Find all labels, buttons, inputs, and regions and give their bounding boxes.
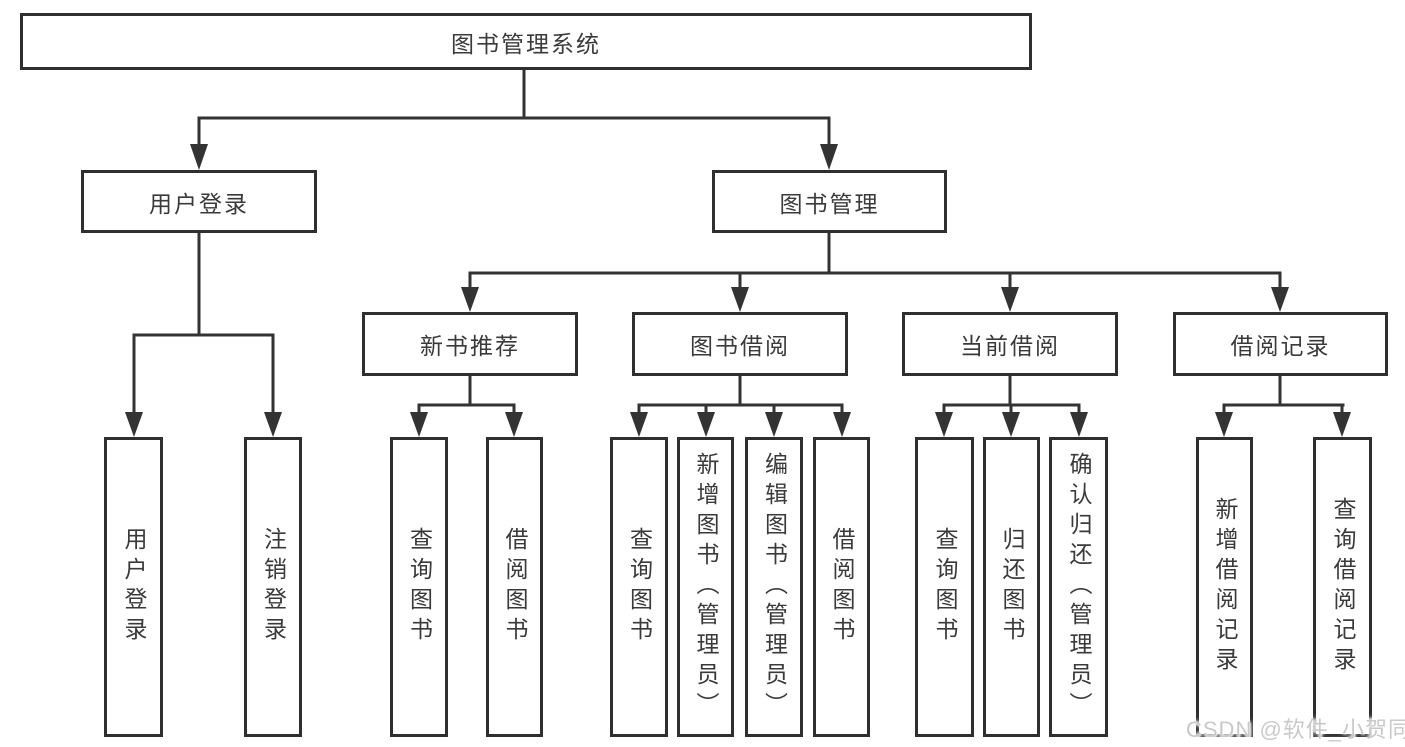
node-label: 图书借阅 — [690, 333, 790, 359]
node-label: 注销登录 — [260, 527, 287, 647]
node-box-borrow-records: 借阅记录 — [1173, 312, 1388, 376]
node-label: 查询图书 — [626, 527, 653, 647]
node-box-user-login: 用户登录 — [81, 170, 317, 233]
leaf-box-query-borrow-record: 查询借阅记录 — [1313, 437, 1372, 737]
node-label: 借阅记录 — [1230, 333, 1331, 359]
leaf-box-query-books-recommend: 查询图书 — [390, 437, 448, 737]
node-label: 图书管理系统 — [451, 30, 601, 57]
node-label: 查询图书 — [932, 527, 958, 647]
node-label: 新增借阅记录 — [1212, 497, 1238, 677]
leaf-box-query-books-borrow: 查询图书 — [610, 437, 668, 737]
leaf-box-add-books-admin: 新增图书（管理员） — [677, 437, 734, 737]
leaf-box-borrow-books-recommend: 借阅图书 — [486, 437, 543, 737]
node-label: 编辑图书（管理员） — [761, 452, 788, 722]
node-label: 借阅图书 — [502, 527, 528, 647]
node-label: 借阅图书 — [829, 527, 855, 647]
leaf-box-borrow-books: 借阅图书 — [813, 437, 870, 737]
node-label: 归还图书 — [999, 527, 1025, 647]
node-box-current-borrow: 当前借阅 — [902, 312, 1118, 376]
node-label: 图书管理 — [779, 190, 880, 217]
leaf-box-return-books: 归还图书 — [983, 437, 1040, 737]
node-label: 新增图书（管理员） — [693, 452, 719, 722]
leaf-box-add-borrow-record: 新增借阅记录 — [1196, 437, 1253, 737]
node-label: 查询借阅记录 — [1330, 497, 1356, 677]
node-box-new-book-recommend: 新书推荐 — [362, 312, 578, 376]
node-label: 当前借阅 — [960, 333, 1060, 359]
node-label: 用户登录 — [149, 190, 249, 217]
leaf-box-user-login: 用户登录 — [104, 437, 163, 737]
leaf-box-query-books-current: 查询图书 — [915, 437, 974, 737]
leaf-box-edit-books-admin: 编辑图书（管理员） — [745, 437, 803, 737]
node-label: 用户登录 — [121, 527, 147, 647]
arrowheads — [125, 144, 1351, 437]
leaf-box-confirm-return-admin: 确认归还（管理员） — [1049, 437, 1108, 737]
node-label: 确认归还（管理员） — [1066, 452, 1092, 722]
node-box-root-library-system: 图书管理系统 — [20, 13, 1032, 70]
node-box-book-management: 图书管理 — [712, 170, 947, 233]
watermark: CSDN @软件_小贺同学 — [1186, 717, 1405, 742]
node-label: 新书推荐 — [420, 333, 520, 359]
leaf-box-logout: 注销登录 — [244, 437, 302, 737]
node-label: 查询图书 — [406, 527, 433, 647]
node-box-book-borrow: 图书借阅 — [632, 312, 848, 376]
